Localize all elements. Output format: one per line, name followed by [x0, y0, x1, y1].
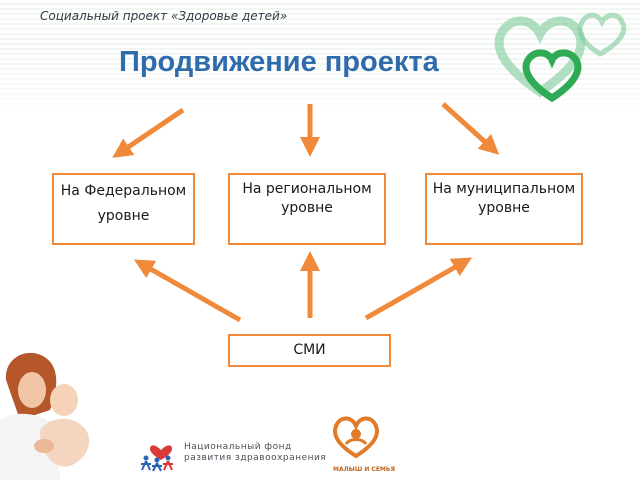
- node-regional: На региональном уровне: [228, 173, 386, 245]
- arrow-title-to-municipal: [441, 102, 500, 155]
- project-subtitle: Социальный проект «Здоровье детей»: [40, 9, 288, 23]
- arrow-title-to-federal: [112, 107, 185, 158]
- fund-logo-text: Национальный фонд развития здравоохранен…: [184, 442, 326, 464]
- family-logo-icon: [333, 416, 379, 459]
- fund-line-1: Национальный фонд: [184, 442, 292, 452]
- page-title: Продвижение проекта: [119, 46, 439, 78]
- node-municipal: На муниципальном уровне: [425, 173, 583, 245]
- node-media: СМИ: [228, 334, 391, 367]
- fund-line-2: развития здравоохранения: [184, 453, 327, 463]
- node-federal: На Федеральном уровне: [52, 173, 195, 245]
- family-logo-text: МАЛЫШ И СЕМЬЯ: [333, 466, 396, 473]
- hearts-logo-icon: [494, 12, 627, 103]
- fund-logo-icon: [141, 445, 173, 472]
- arrow-media-to-federal: [133, 259, 242, 323]
- mother-child-photo: [0, 350, 110, 480]
- arrow-media-to-municipal: [364, 257, 473, 321]
